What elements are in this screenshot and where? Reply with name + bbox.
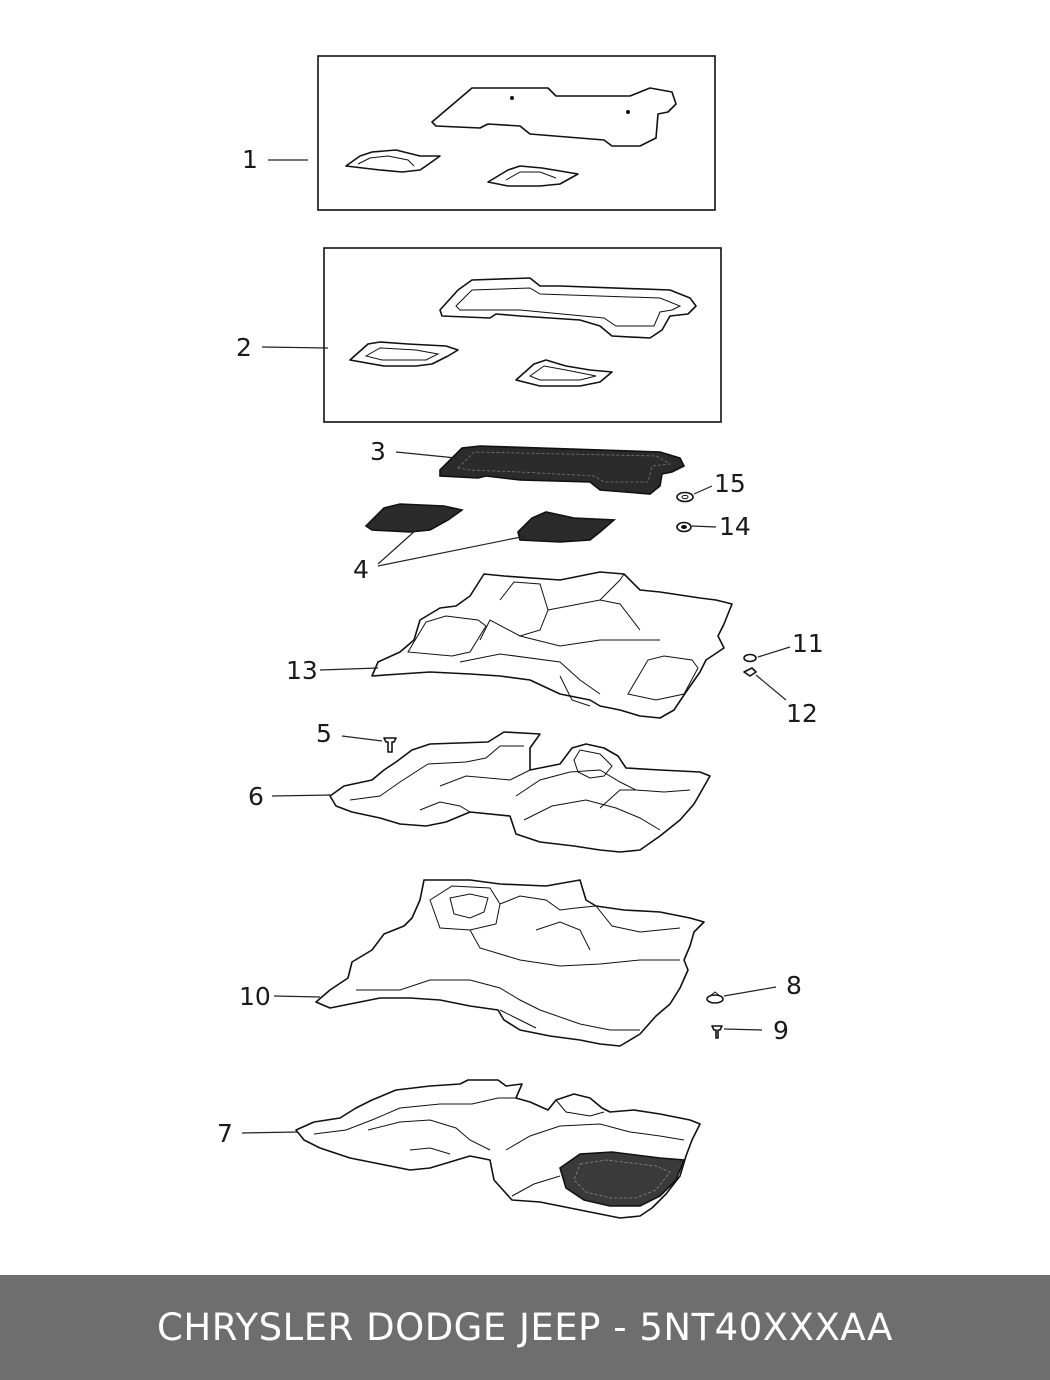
leader-7	[241, 1131, 299, 1134]
part-3-rear-mat	[439, 445, 686, 495]
callout-7: 7	[217, 1119, 233, 1148]
leader-lines	[241, 159, 791, 1134]
callout-3: 3	[370, 437, 386, 466]
leader-6	[271, 794, 333, 797]
part-9-screw	[711, 1025, 723, 1039]
callout-1: 1	[242, 145, 258, 174]
part-11-grommet	[743, 653, 757, 663]
leader-9	[723, 1028, 763, 1031]
part-4-front-mats	[364, 503, 617, 543]
leader-2	[261, 346, 329, 349]
callout-14: 14	[719, 512, 751, 541]
leader-10	[273, 995, 321, 998]
leader-13	[319, 667, 379, 671]
part-10-carpet-silencer	[315, 879, 705, 1047]
leader-5	[341, 735, 383, 742]
leader-3	[395, 451, 457, 459]
callout-9: 9	[773, 1016, 789, 1045]
part-6-carpet	[329, 731, 711, 853]
kit-box-2	[323, 247, 722, 423]
leader-8	[723, 986, 777, 997]
callout-12: 12	[786, 699, 818, 728]
callout-13: 13	[286, 656, 318, 685]
callout-10: 10	[239, 982, 271, 1011]
leader-15	[693, 485, 713, 495]
part-8-clip	[706, 991, 724, 1004]
part-14-nut	[676, 521, 692, 533]
part-2-floor-mat-kit	[323, 247, 722, 423]
leader-14	[691, 525, 717, 528]
leader-11	[757, 646, 791, 658]
callout-8: 8	[786, 971, 802, 1000]
parts-diagram: 1 2 3 4 5 6 7 8 9 10 11 12 13 14 15	[217, 55, 824, 1219]
part-1-floor-mat-kit	[317, 55, 716, 211]
callout-11: 11	[792, 629, 824, 658]
callout-5: 5	[316, 719, 332, 748]
footer-banner: CHRYSLER DODGE JEEP - 5NT40XXXAA	[0, 1275, 1050, 1380]
callout-6: 6	[248, 782, 264, 811]
kit-box-1	[317, 55, 716, 211]
part-12-clip	[743, 667, 757, 677]
footer-title: CHRYSLER DODGE JEEP - 5NT40XXXAA	[157, 1306, 893, 1349]
leader-12	[755, 674, 787, 701]
part-7-carpet	[295, 1079, 701, 1219]
part-5-fastener	[383, 737, 397, 753]
leader-4a	[377, 529, 417, 565]
callout-labels: 1 2 3 4 5 6 7 8 9 10 11 12 13 14 15	[217, 145, 824, 1148]
callout-2: 2	[236, 333, 252, 362]
callout-15: 15	[714, 469, 746, 498]
part-15-washer	[676, 491, 694, 503]
leader-4b	[377, 535, 527, 567]
callout-4: 4	[353, 555, 369, 584]
part-13-carpet-silencer	[371, 571, 733, 719]
